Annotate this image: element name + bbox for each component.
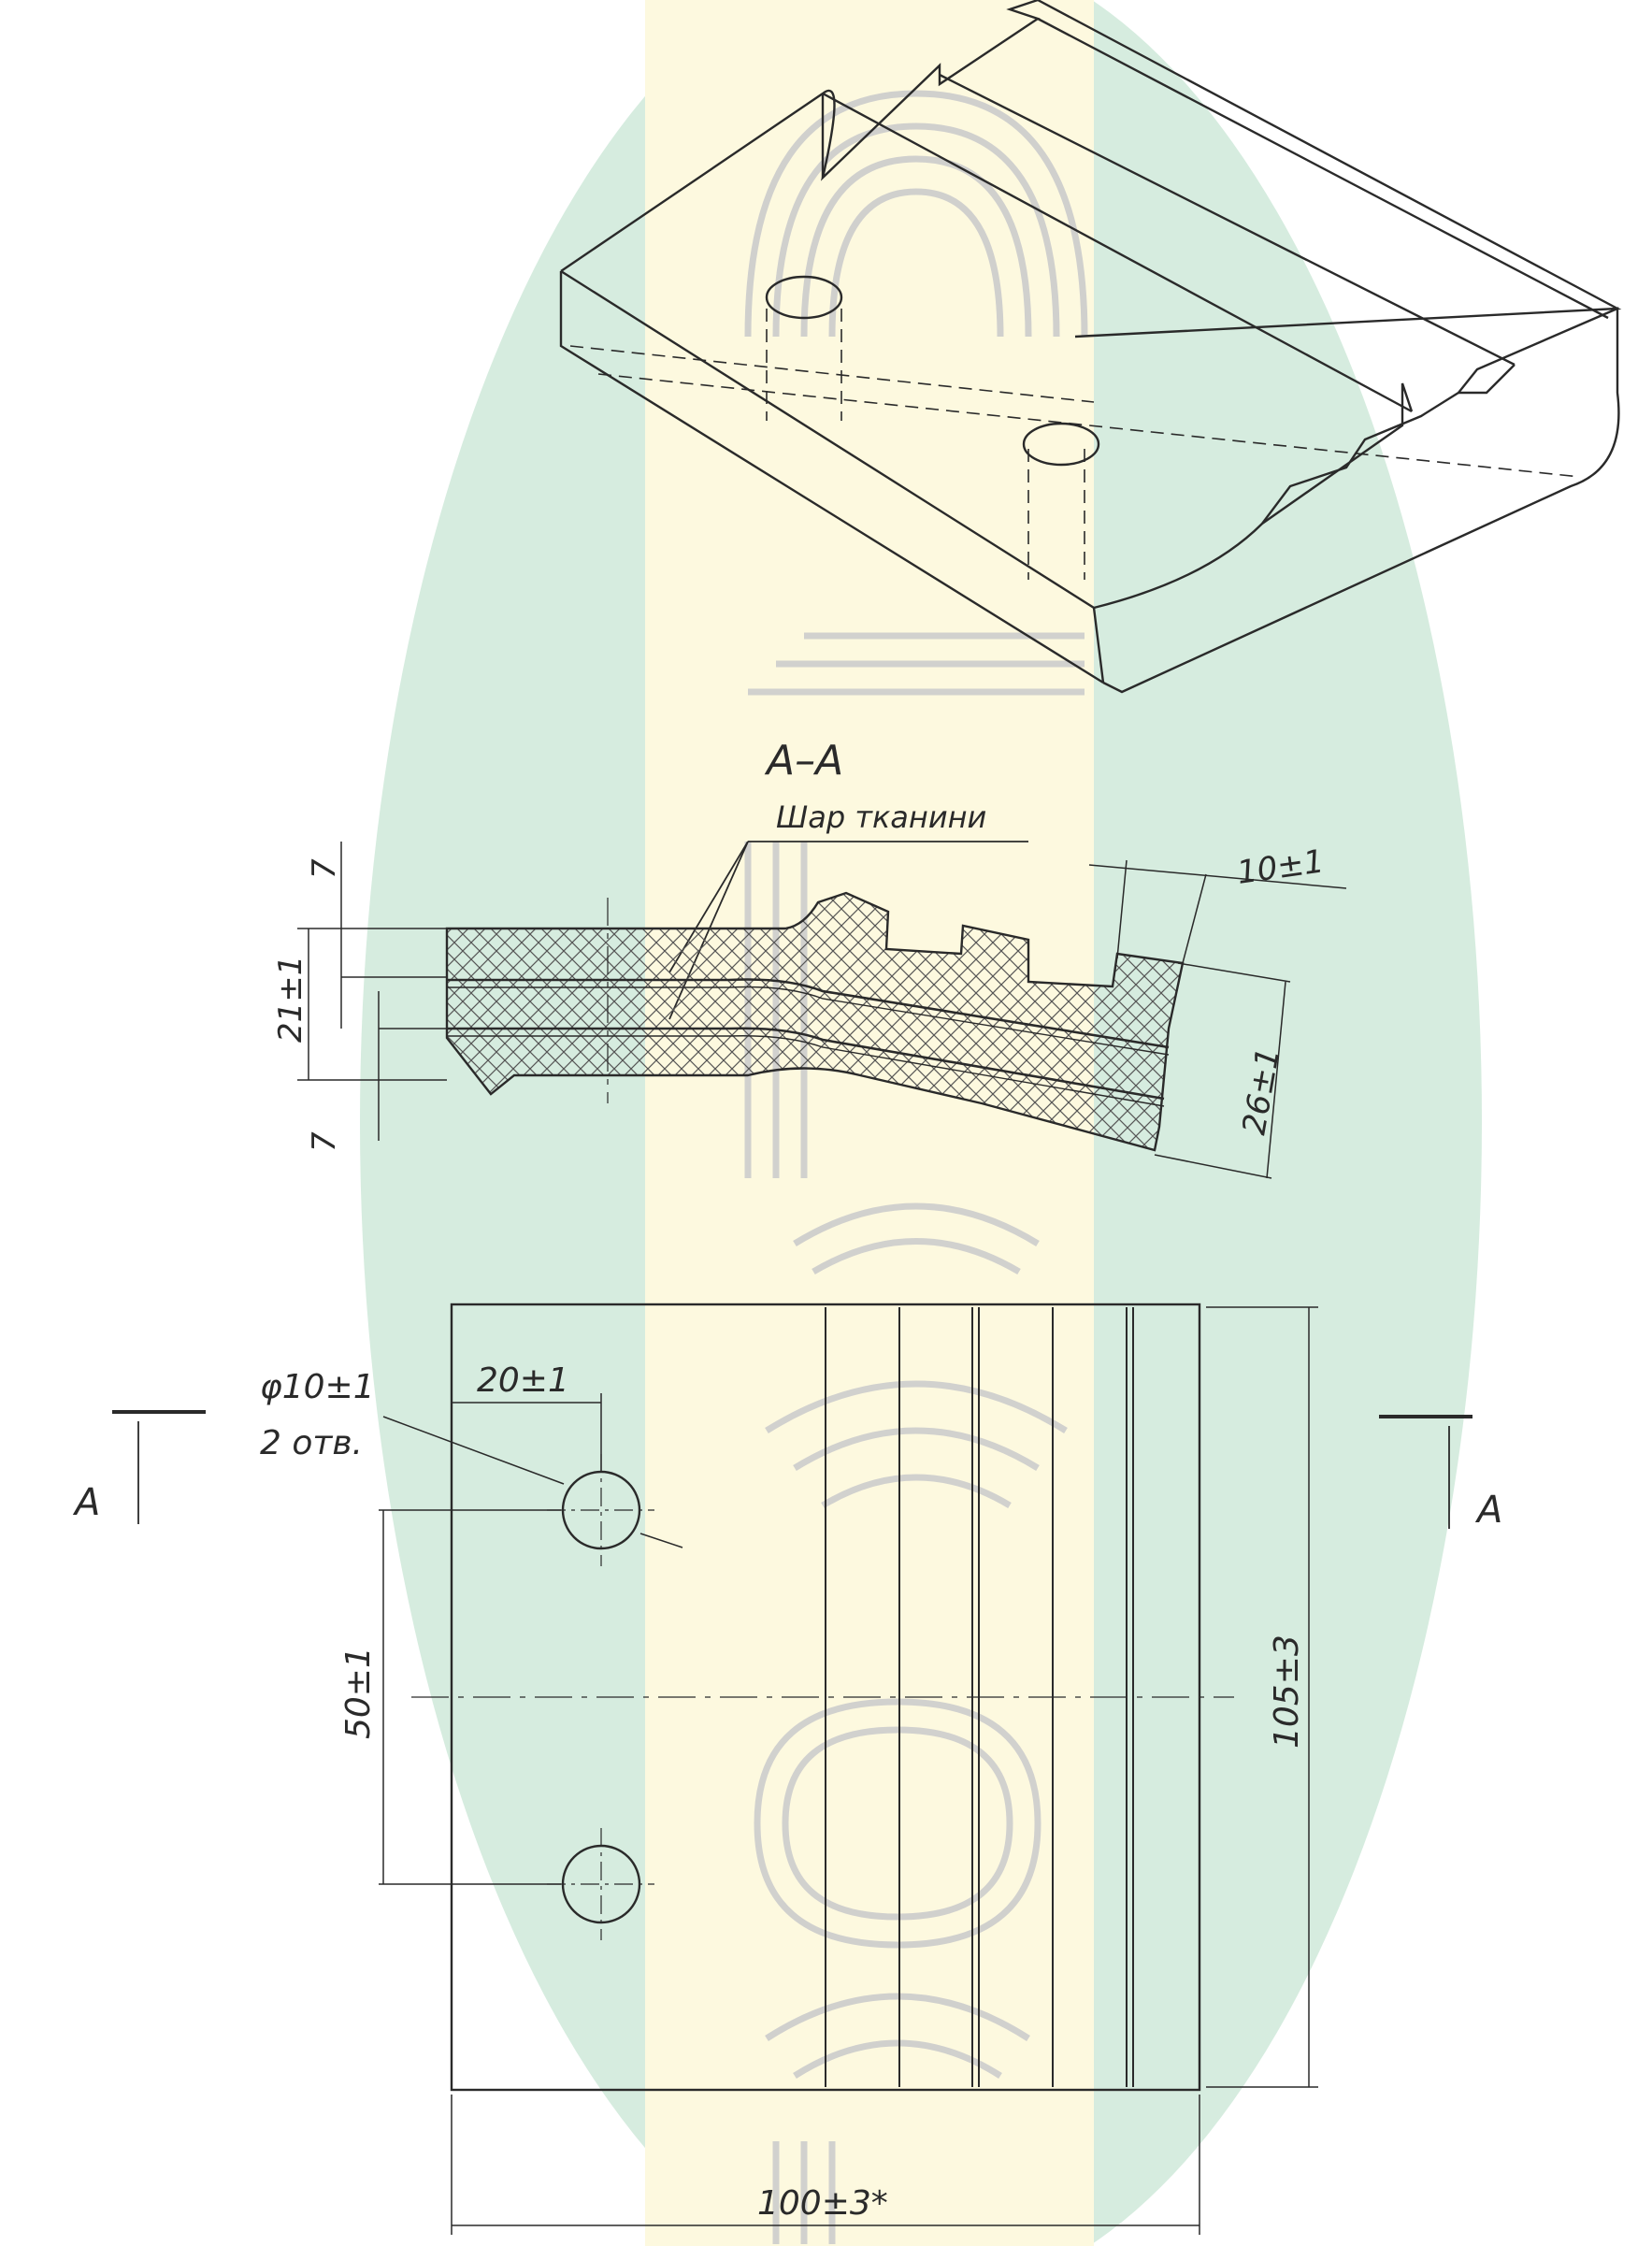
isometric-view (559, 0, 1622, 694)
hole-diameter-label: φ10±1 (260, 1368, 375, 1406)
cut-mark-left-label: A (72, 1481, 100, 1524)
section-body (445, 891, 1185, 1152)
dim-width: 100±3* (757, 2184, 888, 2223)
dim-top-7: 7 (306, 858, 343, 879)
iso-hole-2 (1022, 422, 1100, 467)
plan-dimensions-text: φ10±1 2 отв. 20±1 50±1 105±3 100±3* A A (72, 1361, 1502, 2223)
plan-view (112, 1303, 1472, 2235)
iso-hole-1 (765, 275, 843, 320)
dim-height-21: 21±1 (272, 956, 309, 1043)
dim-hole-spacing: 50±1 (339, 1647, 378, 1739)
dim-length: 105±3 (1268, 1634, 1306, 1749)
dim-hole-offset: 20±1 (477, 1361, 569, 1400)
layer-label: Шар тканини (776, 799, 986, 835)
section-title: A–A (764, 737, 843, 785)
dim-bottom-7: 7 (306, 1131, 343, 1152)
cut-mark-right-label: A (1474, 1489, 1502, 1532)
watermark (360, 0, 1482, 2246)
hole-count-label: 2 отв. (260, 1424, 363, 1462)
watermark-band (645, 0, 1094, 2246)
section-a-a: A–A Шар тканини 7 7 21±1 26±1 10±1 (272, 737, 1347, 1179)
